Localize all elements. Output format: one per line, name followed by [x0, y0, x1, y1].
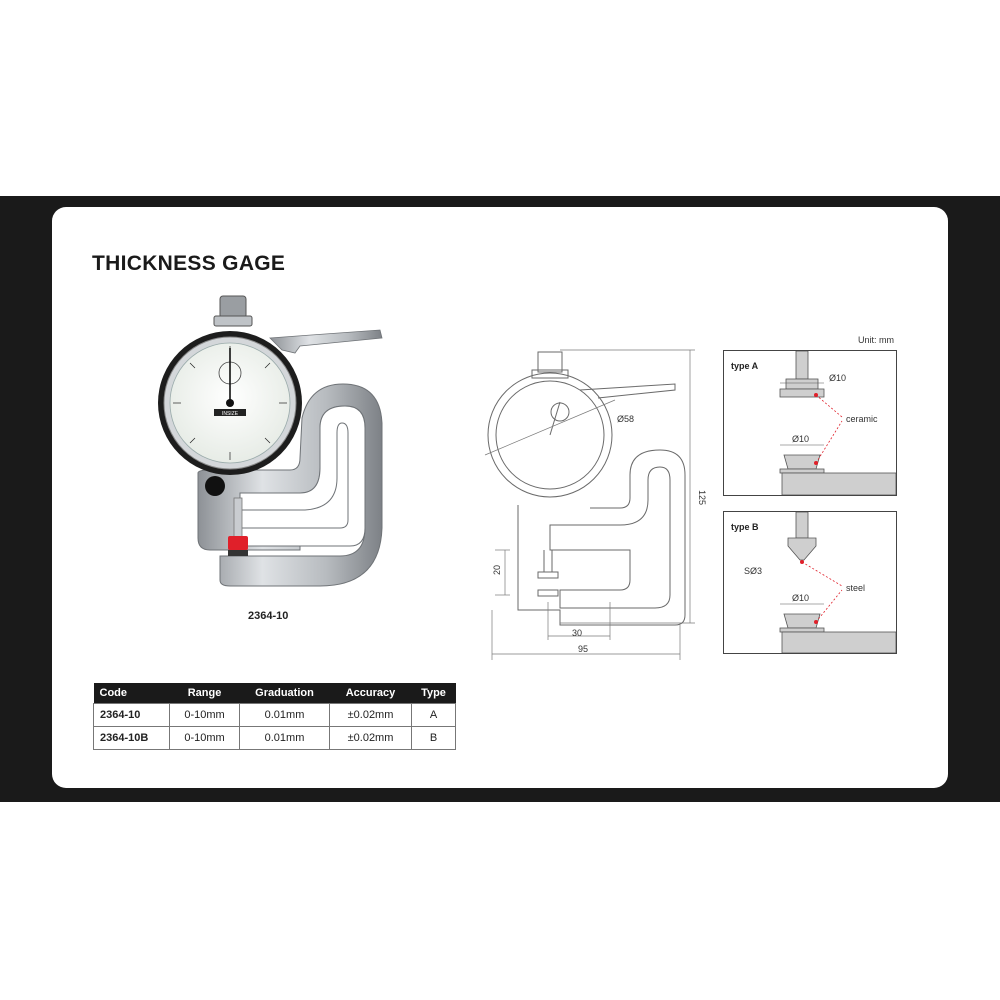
table-row: 2364-10 0-10mm 0.01mm ±0.02mm A — [93, 703, 456, 727]
cell-range: 0-10mm — [169, 703, 240, 727]
type-b-bottom-diameter: Ø10 — [792, 593, 809, 603]
dim-height: 125 — [697, 490, 707, 505]
page-title: THICKNESS GAGE — [92, 252, 286, 275]
unit-label: Unit: mm — [858, 335, 894, 345]
type-b-tip-radius: SØ3 — [744, 566, 762, 576]
header-accuracy: Accuracy — [329, 683, 412, 704]
header-graduation: Graduation — [239, 683, 330, 704]
cell-code: 2364-10B — [93, 726, 170, 750]
cell-accuracy: ±0.02mm — [329, 726, 412, 750]
cell-type: B — [411, 726, 456, 750]
technical-drawing: Ø58 125 20 30 95 — [480, 340, 710, 665]
type-a-top-diameter: Ø10 — [829, 373, 846, 383]
type-a-material: ceramic — [846, 414, 878, 424]
dim-width: 95 — [578, 644, 588, 654]
spec-table: Code Range Graduation Accuracy Type 2364… — [93, 683, 456, 750]
type-b-material: steel — [846, 583, 865, 593]
product-code-caption: 2364-10 — [248, 610, 289, 622]
header-range: Range — [169, 683, 240, 704]
header-code: Code — [93, 683, 170, 704]
detail-type-a: type A Ø10 Ø10 ceramic — [723, 350, 897, 496]
cell-range: 0-10mm — [169, 726, 240, 750]
table-row: 2364-10B 0-10mm 0.01mm ±0.02mm B — [93, 726, 456, 750]
table-header-row: Code Range Graduation Accuracy Type — [93, 683, 456, 704]
detail-type-b: type B SØ3 Ø10 steel — [723, 511, 897, 654]
type-a-label: type A — [731, 361, 759, 371]
product-photo: INSIZE — [150, 288, 390, 593]
cell-type: A — [411, 703, 456, 727]
header-type: Type — [411, 683, 456, 704]
dim-dial-diameter: Ø58 — [617, 414, 634, 424]
dial-brand-logo: INSIZE — [222, 411, 239, 417]
type-a-bottom-diameter: Ø10 — [792, 434, 809, 444]
dim-throat-height: 20 — [492, 565, 502, 575]
dim-throat-depth: 30 — [572, 628, 582, 638]
cell-graduation: 0.01mm — [239, 703, 330, 727]
cell-accuracy: ±0.02mm — [329, 703, 412, 727]
cell-graduation: 0.01mm — [239, 726, 330, 750]
type-b-label: type B — [731, 522, 759, 532]
cell-code: 2364-10 — [93, 703, 170, 727]
